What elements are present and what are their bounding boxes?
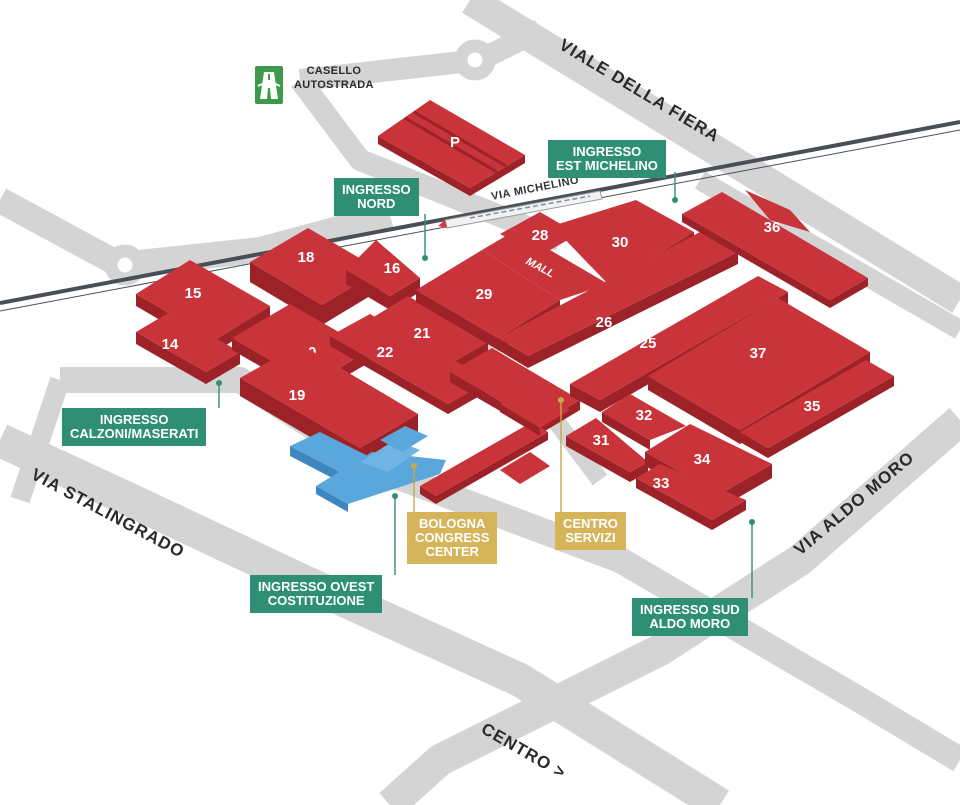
road-west-upper [0, 188, 394, 278]
hall-31-number: 31 [593, 432, 610, 449]
hall-18-number: 18 [298, 249, 315, 266]
hall-31[interactable]: 31 [566, 418, 648, 482]
hall-33[interactable]: 33 [636, 464, 746, 530]
parking-area[interactable]: P [378, 100, 525, 196]
hall-14[interactable]: 14 [136, 312, 240, 384]
hall-30-number: 30 [612, 234, 629, 251]
motorway-icon [255, 66, 283, 104]
ingresso-est-michelino-label[interactable]: INGRESSO EST MICHELINO [548, 140, 666, 178]
ingresso-sud-aldo-moro-label[interactable]: INGRESSO SUD ALDO MORO [632, 598, 748, 636]
hall-33-number: 33 [653, 475, 670, 492]
hall-29-number: 29 [476, 286, 493, 303]
hall-19-number: 19 [289, 387, 306, 404]
ingresso-nord-label[interactable]: INGRESSO NORD [334, 178, 419, 216]
road-viale-della-fiera [462, 0, 960, 313]
hall-32-number: 32 [636, 407, 653, 424]
hall-21-number: 21 [414, 325, 431, 342]
roundabout-north [454, 39, 496, 81]
hall-16-number: 16 [384, 260, 401, 277]
road-via-aldo-moro [379, 407, 960, 805]
centro-servizi-label[interactable]: CENTRO SERVIZI [555, 512, 626, 550]
hall-25-number: 25 [640, 335, 657, 352]
casello-autostrada-label: CASELLO AUTOSTRADA [294, 65, 374, 91]
hall-36[interactable]: 36 [682, 190, 868, 308]
hall-14-number: 14 [162, 336, 179, 353]
hall-22-number: 22 [377, 344, 394, 361]
hall-37-number: 37 [750, 345, 767, 362]
hall-connector-south [420, 422, 550, 504]
hall-35[interactable]: 35 [740, 360, 894, 458]
hall-34-number: 34 [694, 451, 711, 468]
exhibition-halls: P 15 14 18 16 [136, 100, 894, 530]
railway-line [0, 120, 960, 305]
hall-15-number: 15 [185, 285, 202, 302]
hall-35-number: 35 [804, 398, 821, 415]
ingresso-ovest-costituzione-label[interactable]: INGRESSO OVEST COSTITUZIONE [250, 575, 383, 613]
train-icon [438, 190, 603, 229]
hall-26[interactable]: 26 [498, 232, 738, 368]
roundabout-west [104, 244, 146, 286]
hall-26-number: 26 [596, 314, 613, 331]
mall[interactable]: MALL [482, 230, 608, 300]
hall-16[interactable]: 16 [346, 240, 420, 310]
hall-32[interactable]: 32 [602, 394, 686, 450]
leader-lines [216, 172, 755, 598]
road-label-via-aldo-moro: VIA ALDO MORO [790, 448, 918, 559]
service-block [500, 386, 570, 436]
hall-28[interactable]: 28 [500, 212, 578, 256]
parking-label: P [450, 134, 460, 151]
hall-36-number: 36 [764, 219, 781, 236]
bologna-congress-center-label[interactable]: BOLOGNA CONGRESS CENTER [407, 512, 498, 564]
ingresso-calzoni-maserati-label[interactable]: INGRESSO CALZONI/MASERATI [62, 408, 207, 446]
road-label-viale-della-fiera: VIALE DELLA FIERA [556, 35, 723, 146]
road-left-connector [10, 376, 70, 504]
hall-28-number: 28 [532, 227, 549, 244]
